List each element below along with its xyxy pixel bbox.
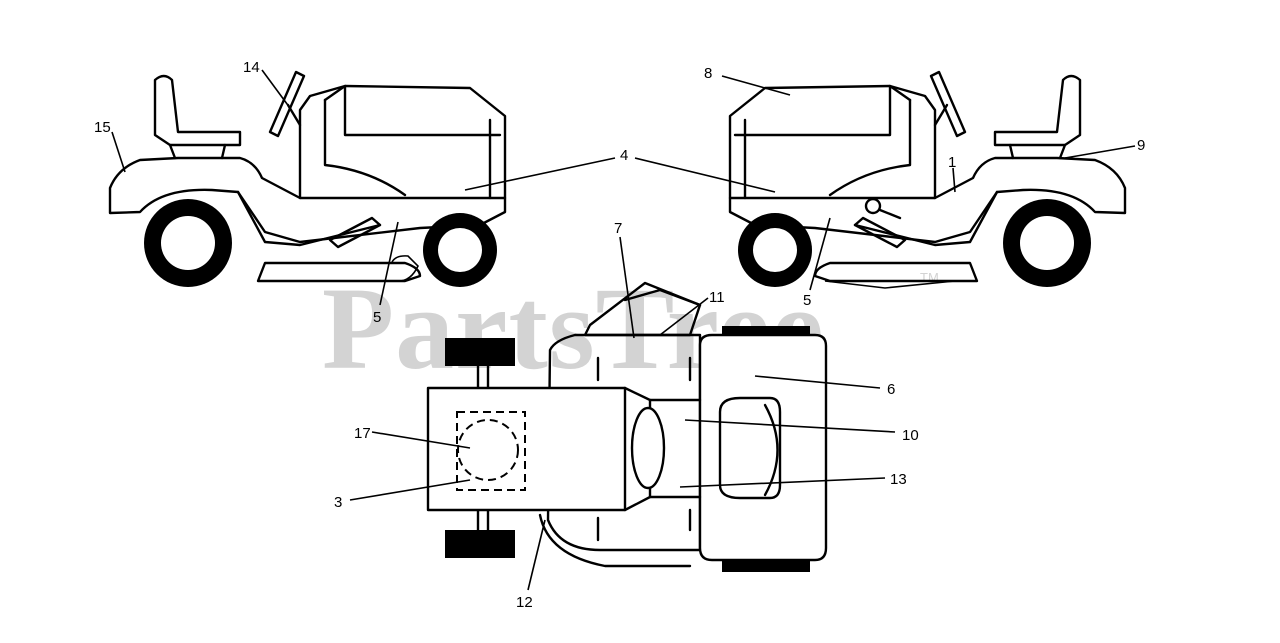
steering-pod-top — [648, 398, 702, 499]
leader-14 — [261, 69, 291, 109]
chute-top-detail — [623, 288, 702, 307]
deck-marks-top — [596, 356, 692, 542]
callout-labels: 14 15 4 5 5 8 9 1 7 11 6 10 13 17 3 12 — [94, 59, 1145, 611]
hood-panel-right — [733, 84, 912, 137]
callout-1: 1 — [948, 154, 956, 171]
callout-14: 14 — [243, 59, 260, 76]
leader-4b — [634, 157, 776, 193]
lever-knob-right — [864, 197, 882, 215]
leader-10 — [684, 419, 896, 433]
rear-fender-left — [108, 156, 507, 244]
callout-8: 8 — [704, 65, 712, 82]
leader-7 — [619, 236, 635, 339]
hood-panel-left — [323, 84, 502, 137]
leader-1 — [952, 167, 956, 193]
front-hub-right — [753, 228, 797, 272]
steering-wheel-right — [929, 70, 967, 138]
steering-column-left — [286, 103, 302, 127]
deck-chute-left — [391, 255, 419, 283]
seat-post-right — [1008, 143, 1067, 160]
tractor-left-view — [108, 70, 507, 287]
front-tire-top-lower — [445, 530, 515, 558]
callout-12: 12 — [516, 594, 533, 611]
discharge-chute-top — [583, 281, 702, 337]
callout-17: 17 — [354, 425, 371, 442]
callout-5-left: 5 — [373, 309, 381, 326]
steering-wheel-top — [630, 406, 666, 490]
leader-13 — [679, 477, 886, 488]
rear-hub-left — [161, 216, 215, 270]
steering-column-right — [933, 103, 949, 127]
leader-11 — [659, 297, 709, 336]
rear-tire-top-lower — [722, 560, 810, 572]
callout-10: 10 — [902, 427, 919, 444]
pedal-left — [328, 216, 382, 249]
callout-15: 15 — [94, 119, 111, 136]
callout-4: 4 — [620, 147, 628, 164]
leader-17 — [371, 431, 471, 449]
leader-6 — [754, 375, 881, 389]
dashed-cap-top — [457, 419, 519, 481]
leader-12 — [527, 519, 546, 591]
hood-side-right — [828, 98, 912, 197]
tractor-top-view — [426, 281, 828, 572]
seat-right — [993, 74, 1082, 147]
leader-4a — [464, 157, 616, 191]
callout-3: 3 — [334, 494, 342, 511]
front-tire-top-upper — [445, 338, 515, 366]
mower-deck-left — [256, 261, 422, 283]
seat-back-top — [763, 403, 779, 497]
deck-chute-right — [824, 280, 956, 289]
hood-outline-right — [728, 84, 937, 200]
callout-7: 7 — [614, 220, 622, 237]
leader-3 — [349, 479, 471, 501]
hood-outline-left — [298, 84, 507, 200]
deck-outline-top — [546, 333, 702, 552]
callout-11: 11 — [709, 289, 725, 306]
callout-9: 9 — [1137, 137, 1145, 154]
leader-15 — [111, 131, 126, 173]
pedal-right — [853, 216, 907, 249]
leader-5a — [379, 221, 399, 306]
callout-5-right: 5 — [803, 292, 811, 309]
seat-post-left — [168, 143, 227, 160]
rear-fender-right — [728, 156, 1127, 244]
rear-hub-right — [1020, 216, 1074, 270]
leader-5b — [809, 217, 831, 291]
mower-deck-right — [813, 261, 979, 283]
front-hub-left — [438, 228, 482, 272]
leader-9 — [1064, 145, 1136, 159]
lever-right — [878, 208, 902, 220]
steering-wheel-left — [268, 70, 306, 138]
watermark: PartsTree TM — [322, 263, 939, 394]
leader-8 — [721, 75, 791, 96]
deck-edge-top — [538, 513, 692, 568]
leader-lines — [111, 69, 1136, 591]
front-axle-top — [476, 364, 490, 532]
dashed-panel-top — [456, 411, 526, 491]
callout-6: 6 — [887, 381, 895, 398]
callout-13: 13 — [890, 471, 907, 488]
tractor-right-view — [728, 70, 1127, 289]
seat-left — [153, 74, 242, 147]
hood-side-left — [323, 98, 407, 197]
